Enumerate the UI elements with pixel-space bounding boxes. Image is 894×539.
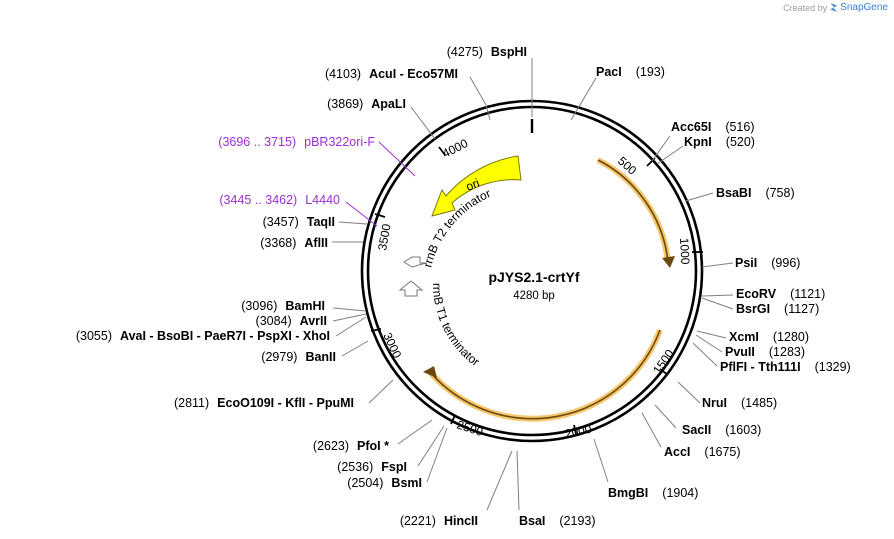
credit-brand: SnapGene xyxy=(840,2,888,13)
tick-label-2000: 2000 xyxy=(564,422,593,441)
enzyme-label-bmgbi: BmgBI(1904) xyxy=(608,486,698,500)
enzyme-label-kpni: KpnI(520) xyxy=(684,135,755,149)
enzyme-label-bsai: BsaI(2193) xyxy=(519,514,596,528)
terminator-t1-icon xyxy=(398,280,424,297)
enzyme-label-banii: (2979)BanII xyxy=(261,350,336,364)
orf-arc-2 xyxy=(423,328,663,422)
enzyme-label-paci: PacI(193) xyxy=(596,65,665,79)
enzyme-label-sacii: SacII(1603) xyxy=(682,423,761,437)
ori-label: ori xyxy=(464,176,482,194)
enzyme-label-fspi: (2536)FspI xyxy=(337,460,407,474)
primer-leader-lines xyxy=(345,141,416,227)
terminator-t2-icon xyxy=(403,256,427,268)
primer-label-l4440: (3445 .. 3462)L4440 xyxy=(219,193,340,207)
enzyme-label-apali: (3869)ApaLI xyxy=(327,97,406,111)
primer-label-pbr322ori-f: (3696 .. 3715)pBR322ori-F xyxy=(218,135,375,149)
tick-label-4000: 4000 xyxy=(440,136,470,161)
enzyme-label-bamhi: (3096)BamHI xyxy=(241,299,325,313)
tick-label-1500: 1500 xyxy=(650,347,677,377)
enzyme-label-acci: AccI(1675) xyxy=(664,445,741,459)
tick-label-1000: 1000 xyxy=(677,237,692,265)
enzyme-label-acc65i: Acc65I(516) xyxy=(671,120,755,134)
enzyme-label-hincii: (2221)HincII xyxy=(400,514,478,528)
enzyme-label-bsabi: BsaBI(758) xyxy=(716,186,795,200)
snapgene-logo-icon xyxy=(830,3,838,12)
enzyme-label-aflii: (3368)AflII xyxy=(260,236,328,250)
enzyme-label-psii: PsiI(996) xyxy=(735,256,800,270)
plasmid-size: 4280 bp xyxy=(513,290,555,302)
orf-arc-1 xyxy=(596,157,675,268)
enzyme-label-ecorv: EcoRV(1121) xyxy=(736,287,825,301)
ori-feature: ori xyxy=(431,155,522,217)
leader-lines xyxy=(332,58,734,511)
snapgene-credit: Created by SnapGene xyxy=(783,2,888,13)
tick-label-3500: 3500 xyxy=(375,222,393,251)
enzyme-label-bsphi: (4275)BspHI xyxy=(447,45,527,59)
credit-prefix: Created by xyxy=(783,2,828,13)
enzyme-label-pvuii: PvuII(1283) xyxy=(725,345,805,359)
enzyme-label-bsrgi: BsrGI(1127) xyxy=(736,302,819,316)
enzyme-label-pflfi-tth111i: PflFI - Tth111I(1329) xyxy=(720,360,851,374)
enzyme-label-krui: NruI(1485) xyxy=(702,396,777,410)
enzyme-label-acui-eco57mi: (4103)AcuI - Eco57MI xyxy=(325,67,458,81)
plasmid-name: pJYS2.1-crtYf xyxy=(488,269,579,285)
enzyme-label-ppumi-group: (2811)EcoO109I - KflI - PpuMI xyxy=(174,396,354,410)
tick-label-2500: 2500 xyxy=(455,418,485,440)
terminator-t1-label: rrnB T1 terminator xyxy=(430,283,482,369)
enzyme-label-xhoi-group: (3055)AvaI - BsoBI - PaeR7I - PspXI - Xh… xyxy=(76,329,330,343)
enzyme-label-taqii: (3457)TaqII xyxy=(263,215,335,229)
enzyme-label-bsmi: (2504)BsmI xyxy=(347,476,422,490)
enzyme-label-xcmi: XcmI(1280) xyxy=(729,330,809,344)
enzyme-label-avrii: (3084)AvrII xyxy=(256,314,327,328)
enzyme-label-pfoi: (2623)PfoI * xyxy=(313,439,389,453)
